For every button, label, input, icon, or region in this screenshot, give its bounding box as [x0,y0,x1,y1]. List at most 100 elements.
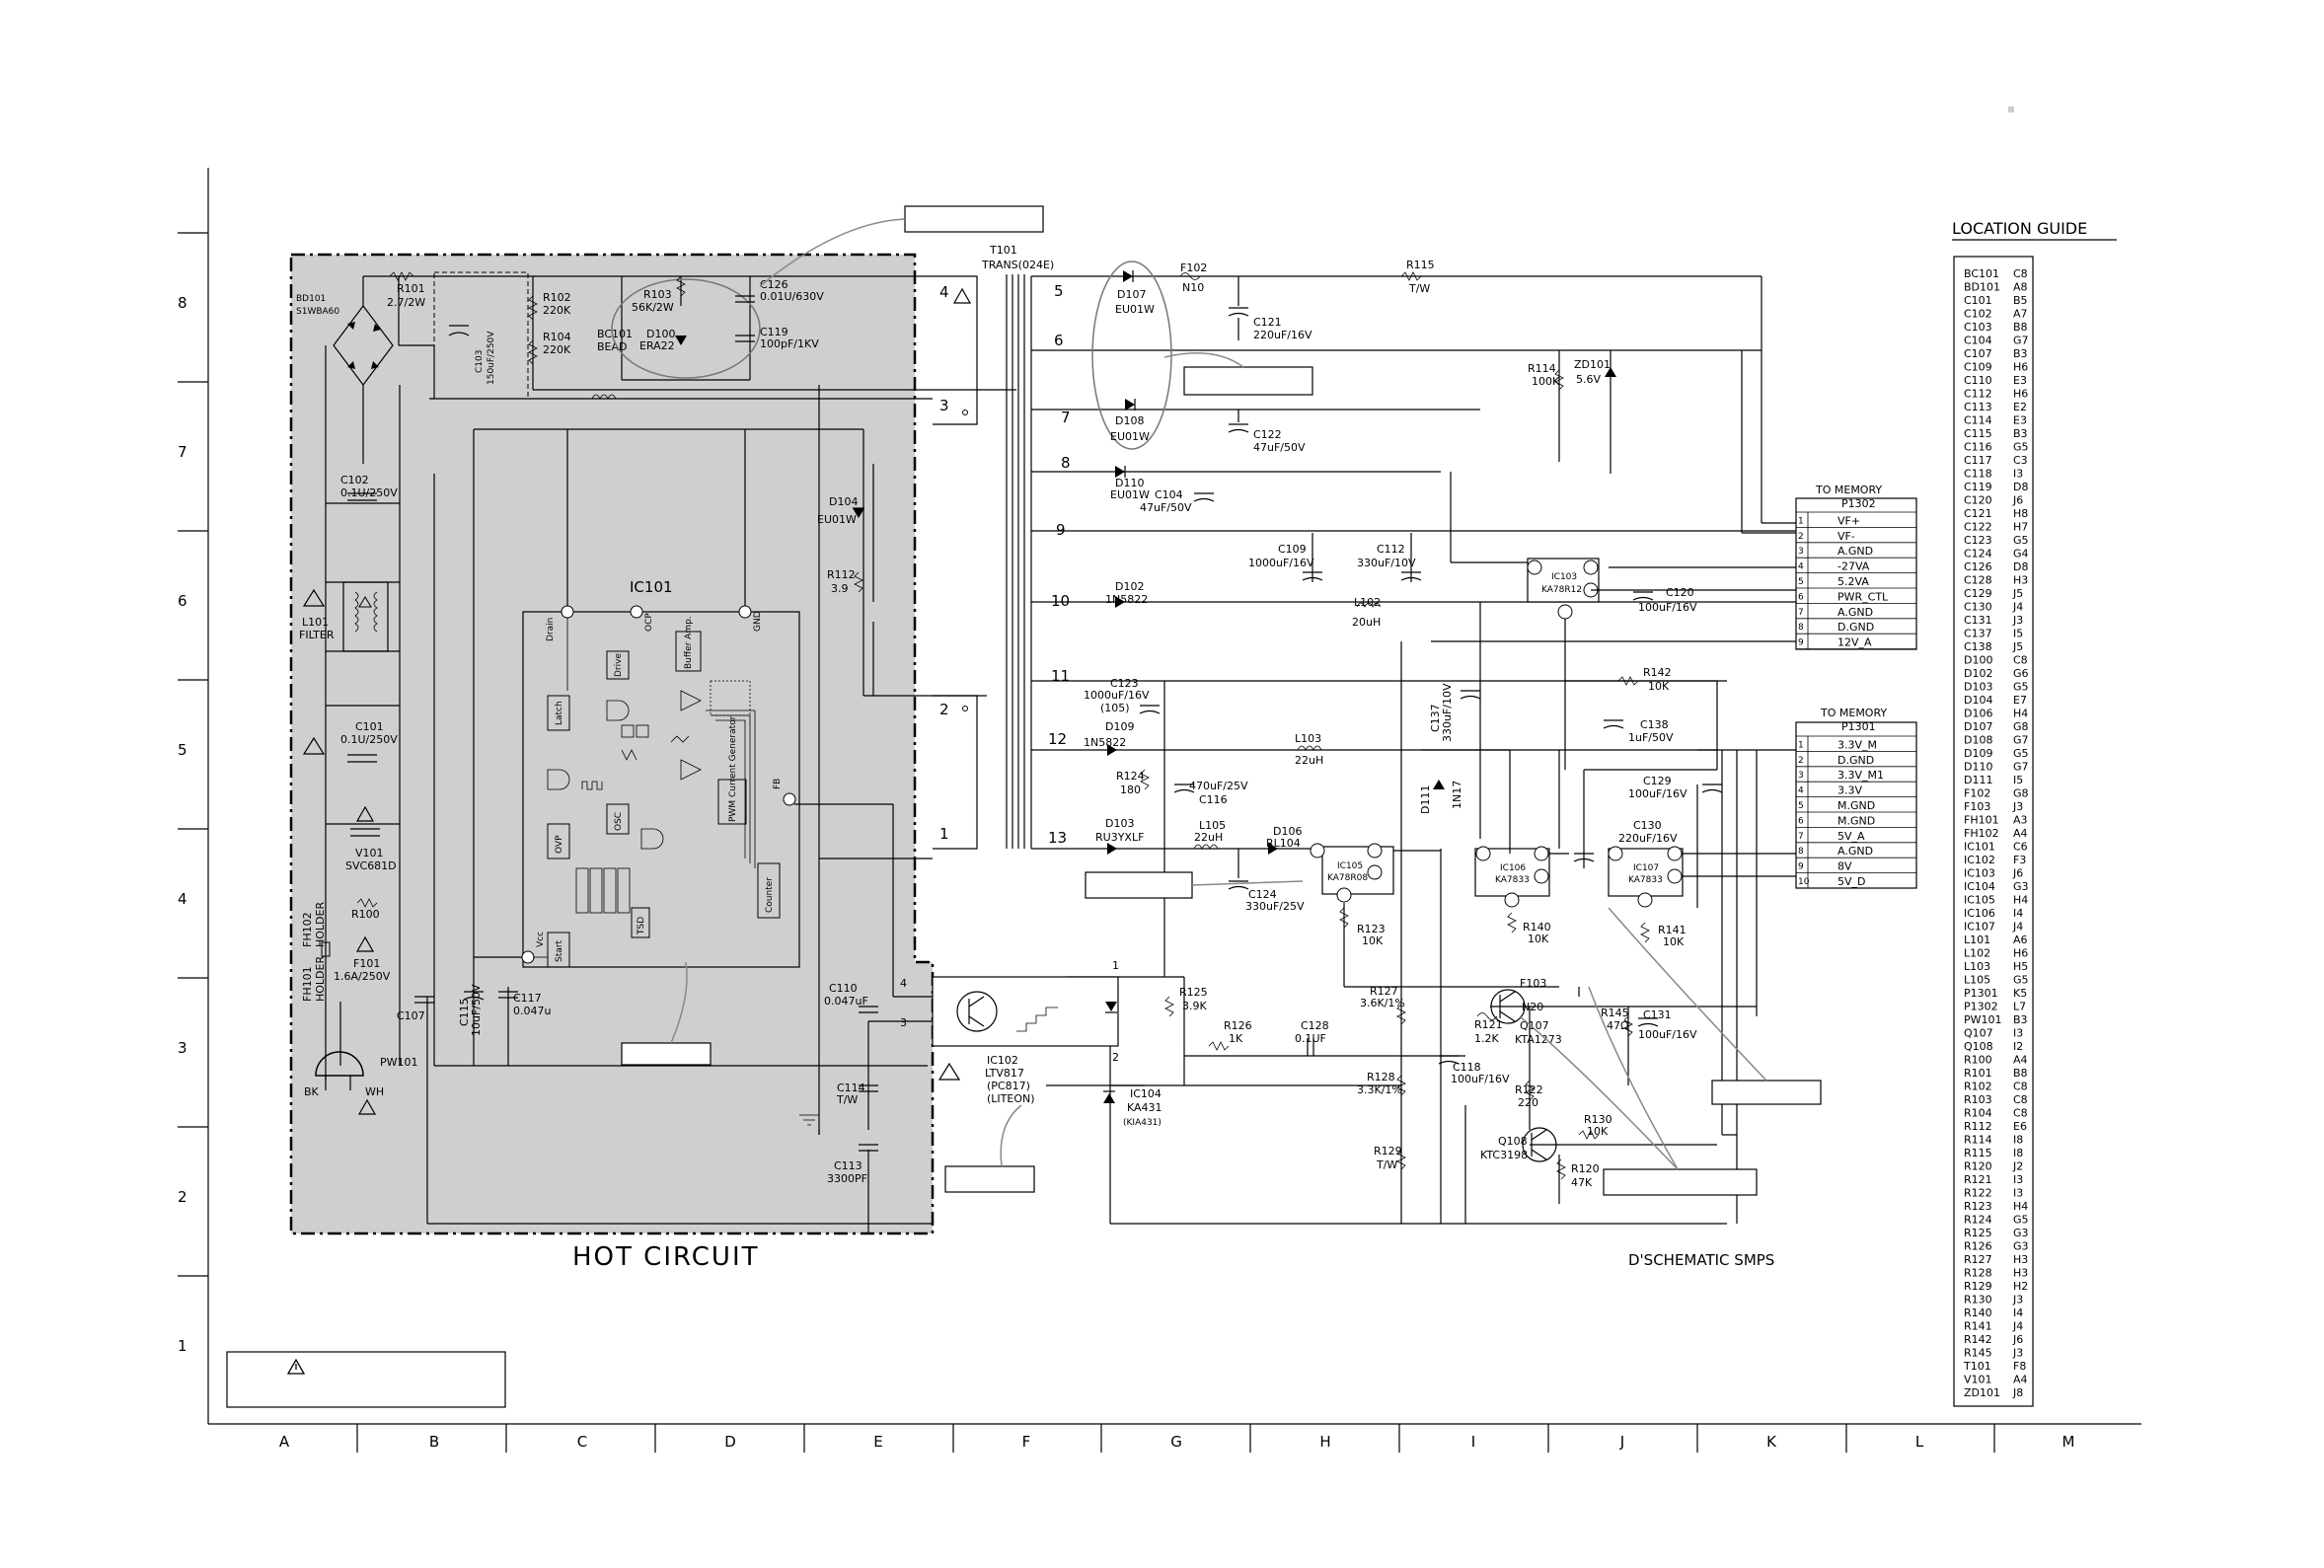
c116-label: C116 [1199,793,1228,806]
d104-part: EU01W [817,513,857,526]
r140-label: R140 [1523,921,1551,933]
r126-value: 1K [1229,1032,1243,1045]
callout-box-snubber [904,205,1044,233]
guide-ref: D103 [1964,681,1992,694]
guide-loc: G5 [2013,747,2029,760]
d106-label: D106 [1273,825,1302,838]
hot-circuit-area [289,253,935,1235]
secondary-wires [1046,276,1796,1225]
guide-loc: H5 [2013,960,2028,973]
r129-value: T/W [1376,1158,1397,1171]
guide-loc: G6 [2013,667,2029,680]
ic102-part: LTV817 [985,1067,1024,1080]
ic104-alt: (KIA431) [1123,1118,1162,1128]
guide-loc: A7 [2013,308,2028,321]
r102-label: R102 [543,291,571,304]
guide-loc: I4 [2013,907,2023,920]
ic101-block-buffer: Buffer Amp. [684,616,694,669]
row-label: 8 [178,294,187,312]
c120-value: 100uF/16V [1638,601,1697,614]
warning-triangle-icon [286,1358,306,1375]
r127-value: 3.6K/1% [1360,997,1405,1009]
guide-ref: F103 [1964,800,1990,813]
c129-label: C129 [1643,775,1672,787]
r100-label: R100 [351,908,380,921]
c112-label: C112 [1377,543,1405,556]
callout-box-ic102 [944,1165,1035,1193]
guide-loc: G4 [2013,548,2029,560]
guide-ref: L105 [1964,974,1990,987]
p1302-name: P1302 [1841,497,1876,510]
r115-value: T/W [1408,282,1430,295]
guide-ref: R126 [1964,1240,1992,1253]
p1302-pin-number: 6 [1798,592,1804,602]
callout-arrow [1191,880,1304,886]
guide-ref: R114 [1964,1134,1992,1147]
ic101-block-start: Start [555,940,564,962]
bd101-label: BD101 [296,294,326,304]
t101-pin-10: 10 [1051,592,1070,610]
guide-loc: G7 [2013,734,2029,747]
guide-loc: G5 [2013,441,2029,454]
ic102-pin-2: 2 [1112,1051,1119,1064]
row-label: 5 [178,741,187,759]
warning-triangle-icon [302,588,326,607]
d104-label: D104 [829,495,858,508]
ic101-block-latch: Latch [555,701,564,725]
t101-pin-11: 11 [1051,667,1070,685]
guide-loc: J6 [2012,494,2023,507]
column-label: C [577,1433,587,1451]
c137-label: C137 [1429,704,1442,732]
zd101-label: ZD101 [1574,358,1611,371]
guide-ref: D108 [1964,734,1992,747]
d106-part: RL104 [1266,837,1301,850]
guide-loc: E3 [2013,414,2027,427]
guide-ref: R103 [1964,1093,1992,1106]
l103-value: 22uH [1295,754,1323,767]
c107-label: C107 [397,1009,425,1022]
fh102-label: FH102 [301,912,314,947]
guide-ref: C129 [1964,587,1992,600]
t101-pin-4: 4 [939,283,949,301]
ic102-vendor: (LITEON) [987,1092,1035,1105]
ic101-controller: IC101 Drain OCP GND Vcc FB Latch OVP Sta… [521,578,800,968]
l105-value: 22uH [1194,831,1223,844]
guide-ref: V101 [1964,1374,1992,1386]
c123-value: 1000uF/16V [1084,689,1150,702]
guide-loc: J4 [2012,921,2023,933]
guide-ref: IC107 [1964,921,1995,933]
guide-loc: H4 [2013,894,2028,907]
guide-ref: C114 [1964,414,1992,427]
guide-loc: G7 [2013,761,2029,774]
r112-value: 3.9 [831,582,849,595]
ic101-supply-caps: C107 C115 10uF/50V C117 0.047u [397,984,551,1036]
guide-loc: G5 [2013,534,2029,547]
guide-ref: C117 [1964,454,1992,467]
d100-part: ERA22 [639,339,675,352]
guide-ref: R129 [1964,1280,1992,1293]
guide-ref: IC103 [1964,867,1995,880]
secondary-side: D107 EU01W F102 N10 C121 220uF/16V R115 … [1084,259,1727,948]
guide-ref: D111 [1964,774,1992,786]
ic102-label: IC102 [987,1054,1018,1067]
p1302-pin-number: 3 [1798,547,1804,557]
r145-label: R145 [1601,1007,1629,1019]
guide-loc: J6 [2012,867,2023,880]
r103-label: R103 [643,288,672,301]
ic104-part: KA431 [1127,1101,1162,1114]
column-label: I [1471,1433,1475,1451]
guide-ref: R124 [1964,1214,1992,1227]
c130-label: C130 [1633,819,1662,832]
row-label: 2 [178,1188,187,1206]
guide-ref: C101 [1964,294,1992,307]
ic101-pin-drain: Drain [546,618,556,641]
ic107-label: IC107 [1633,863,1659,873]
guide-ref: C130 [1964,601,1992,614]
d107-part: EU01W [1115,303,1155,316]
guide-loc: H6 [2013,361,2028,374]
l101-value: FILTER [299,629,335,641]
guide-ref: L103 [1964,960,1990,973]
d103-label: D103 [1105,817,1134,830]
column-label: A [279,1433,290,1451]
